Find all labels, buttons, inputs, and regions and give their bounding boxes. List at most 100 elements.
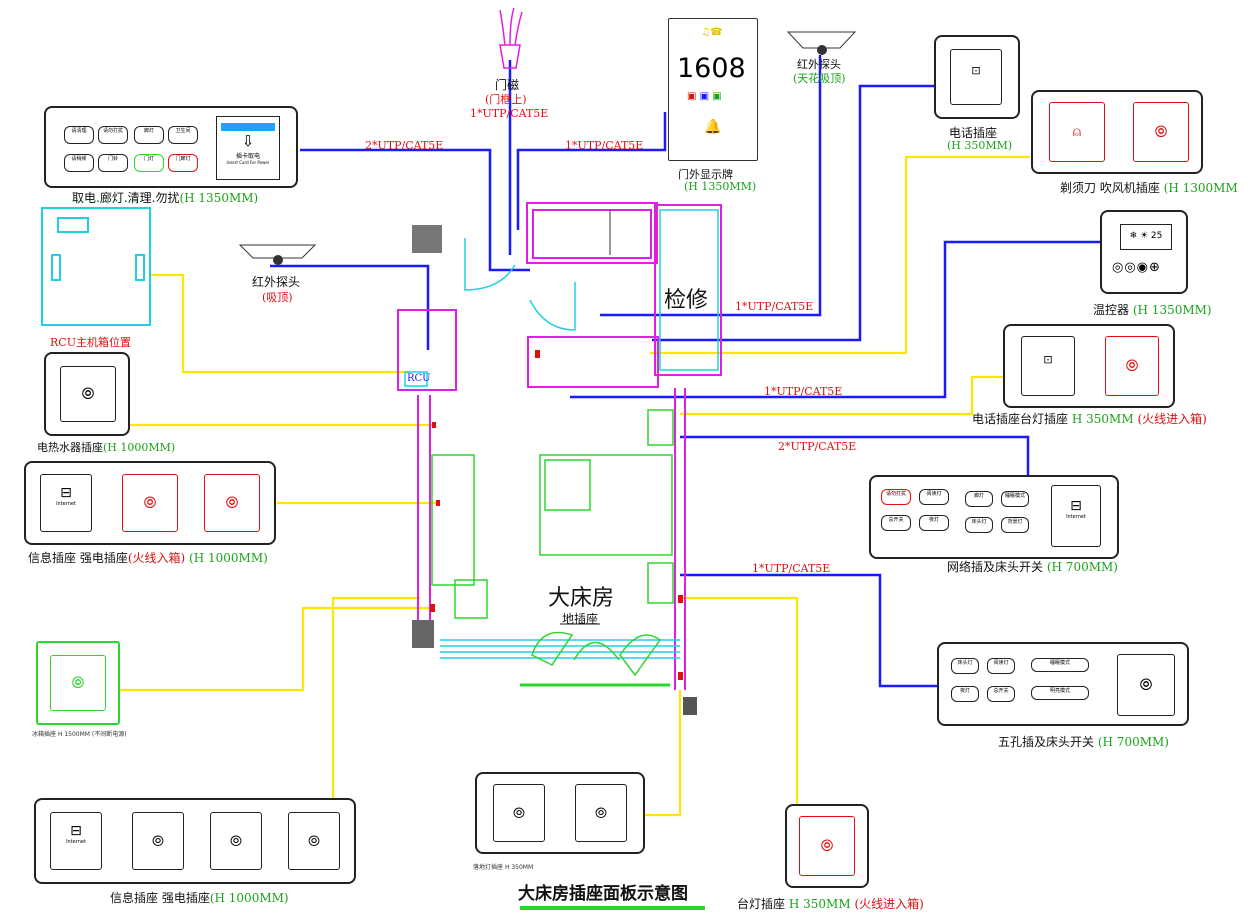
cable-label: 1*UTP/CAT5E	[735, 300, 814, 313]
socket-icon: ⦾	[143, 493, 157, 512]
rj45-icon: ⊟	[1070, 498, 1082, 514]
ir-sensor-left-icon	[238, 244, 317, 265]
switch-button[interactable]: 总开关	[881, 515, 911, 531]
rj45-icon: ⊟	[70, 823, 82, 839]
internet-label: Internet	[56, 501, 76, 507]
floor-lamp-label: 落地灯插座 H 350MM	[473, 864, 534, 871]
cable-label: 2*UTP/CAT5E	[778, 440, 857, 453]
five-hole-socket: ⦾	[50, 655, 106, 711]
cable-label: 1*UTP/CAT5E	[752, 562, 831, 575]
socket-icon: ⦾	[1139, 675, 1153, 694]
junction-box	[412, 225, 442, 253]
socket-icon: ⦾	[307, 832, 320, 850]
bell-icon: ♫☎	[701, 27, 723, 38]
info-socket-panel-2: ⊟ Internet ⦾ ⦾ ⦾	[34, 798, 356, 884]
switch-button[interactable]: 请勿打扰	[98, 126, 128, 144]
card-slot-strip	[221, 123, 275, 131]
switch-button[interactable]: 门廊灯	[168, 154, 198, 172]
power-socket: ⦾	[799, 816, 855, 876]
thermostat-screen: ❄ ☀ 25	[1120, 224, 1172, 250]
blue-wires	[270, 55, 1100, 688]
shaver-label: 剃须刀 吹风机插座 (H 1300MM	[1060, 181, 1238, 195]
network-bedhead-panel: 请勿打扰 阅读灯 廊灯 睡眠模式 总开关 夜灯 床头灯 背景灯 ⊟ Intern…	[869, 475, 1119, 559]
doorbell-icon: 🔔	[704, 119, 722, 135]
inspection-label: 检修	[664, 288, 709, 313]
cable-label: 1*UTP/CAT5E	[470, 107, 549, 120]
rcu-box-label: RCU主机箱位置	[50, 336, 131, 349]
switch-button[interactable]: 夜灯	[919, 515, 949, 531]
phone-socket-label: 电话插座	[949, 126, 998, 140]
socket-icon: ⦾	[151, 832, 164, 850]
network-socket: ⊟ Internet	[50, 812, 102, 870]
power-socket: ⦾	[575, 784, 627, 842]
cable-label: 1*UTP/CAT5E	[764, 385, 843, 398]
socket-icon: ⦾	[71, 673, 85, 692]
switch-button[interactable]: 门铃	[98, 154, 128, 172]
yellow-wires	[120, 155, 1030, 817]
switch-button[interactable]: 夜灯	[951, 686, 979, 702]
switch-button[interactable]: 睡眠模式	[1001, 491, 1029, 507]
shaver-panel: ⍝ ⦾	[1031, 90, 1203, 174]
phone-jack-icon: ⊡	[971, 64, 981, 77]
card-switch-label: 取电.廊灯.清理.勿扰(H 1350MM)	[72, 191, 259, 205]
water-heater-panel: ⦾	[44, 352, 130, 436]
five-hole-socket: ⦾	[60, 366, 116, 422]
arrow-down-icon: ⇩	[241, 132, 255, 150]
power-socket: ⦾	[493, 784, 545, 842]
rj45-icon: ⊟	[60, 485, 72, 501]
switch-button[interactable]: 阅读灯	[987, 658, 1015, 674]
card-text: 插卡取电	[235, 153, 260, 160]
switch-button[interactable]: 床头灯	[965, 517, 993, 533]
power-socket: ⦾	[1133, 102, 1189, 162]
internet-label: Internet	[66, 839, 86, 845]
socket-icon: ⦾	[81, 384, 95, 403]
door-display-panel: ♫☎ 1608 ▣ ▣ ▣ 🔔	[668, 18, 758, 161]
switch-button[interactable]: 卫生间	[168, 126, 198, 144]
switch-button[interactable]: 明亮模式	[1031, 686, 1089, 700]
ir-ceiling-label: 红外探头	[797, 58, 841, 71]
switch-button[interactable]: 廊灯	[965, 491, 993, 507]
rcu-box-icon	[41, 207, 151, 326]
fridge-socket: ⦾	[36, 641, 120, 725]
water-heater-label: 电热水器插座(H 1000MM)	[37, 441, 176, 454]
ir-left-label: 红外探头	[252, 275, 301, 289]
info-socket-panel-1: ⊟ Internet ⦾ ⦾	[24, 461, 276, 545]
room-walls	[397, 202, 722, 690]
switch-button[interactable]: 阅读灯	[919, 489, 949, 505]
switch-button[interactable]: 请稍候	[64, 154, 94, 172]
network-bedhead-label: 网络插及床头开关 (H 700MM)	[947, 560, 1118, 574]
switch-button[interactable]: 请勿打扰	[881, 489, 911, 505]
door-magnet-icon	[499, 7, 523, 69]
switch-button[interactable]: 背景灯	[1001, 517, 1029, 533]
power-socket: ⦾	[204, 474, 260, 532]
switch-button[interactable]: 廊灯	[134, 126, 164, 144]
internet-label: Internet	[1066, 514, 1086, 520]
phone-socket-height: (H 350MM)	[947, 139, 1013, 152]
switch-button[interactable]: 睡眠模式	[1031, 658, 1089, 672]
info-socket-2-label: 信息插座 强电插座(H 1000MM)	[110, 891, 289, 905]
switch-button[interactable]: 请清理	[64, 126, 94, 144]
power-socket: ⦾	[122, 474, 178, 532]
thermostat-label: 温控器 (H 1350MM)	[1093, 303, 1212, 317]
thermostat-buttons[interactable]: ◎◎◉⊕	[1112, 260, 1161, 275]
status-icons: ▣ ▣ ▣	[687, 91, 722, 102]
card-slot[interactable]: ⇩ 插卡取电 Insert Card For Power	[216, 116, 280, 180]
switch-button[interactable]: 总开关	[987, 686, 1015, 702]
socket-icon: ⦾	[1154, 122, 1168, 141]
rcu-tag: RCU	[407, 373, 431, 384]
phone-lamp-panel: ⊡ ⦾	[1003, 324, 1175, 408]
ir-left-sub: (吸顶)	[262, 291, 293, 304]
socket-icon: ⦾	[1125, 356, 1139, 375]
shaver-icon: ⍝	[1072, 124, 1082, 140]
room-number: 1608	[677, 53, 746, 84]
switch-button[interactable]: 床头灯	[951, 658, 979, 674]
socket-icon: ⦾	[594, 804, 607, 822]
switch-button[interactable]: 门灯	[134, 154, 164, 172]
shaver-socket: ⍝	[1049, 102, 1105, 162]
thermostat-panel: ❄ ☀ 25 ◎◎◉⊕	[1100, 210, 1188, 294]
fridge-label: 冰箱插座 H 1500MM (不间断电源)	[32, 731, 127, 738]
floor-lamp-panel: ⦾ ⦾	[475, 772, 645, 854]
room-name: 大床房	[548, 586, 615, 611]
desk-lamp-panel: ⦾	[785, 804, 869, 888]
